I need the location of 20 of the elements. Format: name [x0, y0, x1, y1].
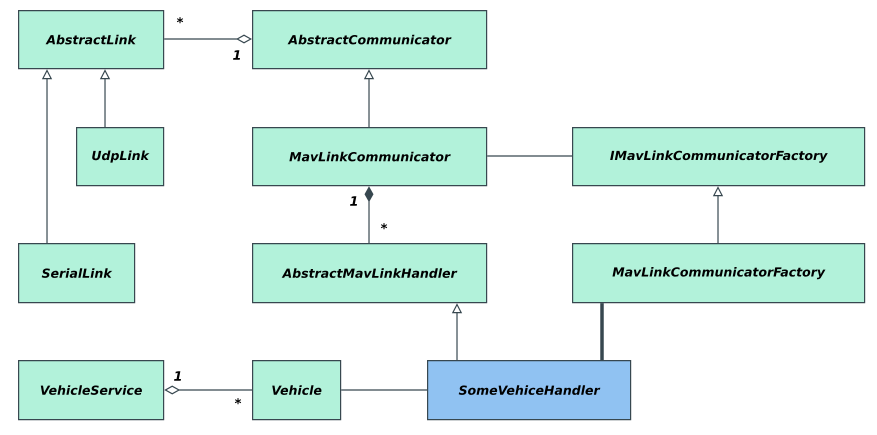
association-line	[341, 389, 427, 391]
class-box: AbstractMavLinkHandler	[252, 243, 488, 304]
class-box: SomeVehiceHandler	[427, 360, 632, 420]
association-line	[600, 303, 604, 360]
multiplicity-label: 1	[350, 196, 357, 206]
class-box: VehicleService	[18, 360, 164, 420]
class-box: AbstractLink	[18, 10, 164, 70]
class-box: UdpLink	[76, 127, 164, 186]
class-box: SerialLink	[18, 243, 136, 304]
association-line	[487, 155, 572, 157]
multiplicity-label: *	[380, 223, 388, 230]
multiplicity-label: *	[176, 17, 184, 24]
multiplicity-label: *	[234, 398, 242, 404]
class-box: Vehicle	[252, 360, 342, 420]
multiplicity-label: 1	[174, 371, 181, 381]
multiplicity-label: 1	[233, 50, 240, 60]
class-box: MavLinkCommunicatorFactory	[572, 243, 866, 304]
class-box: MavLinkCommunicator	[252, 127, 488, 186]
class-box: IMavLinkCommunicatorFactory	[572, 127, 866, 186]
class-box: AbstractCommunicator	[252, 10, 488, 70]
